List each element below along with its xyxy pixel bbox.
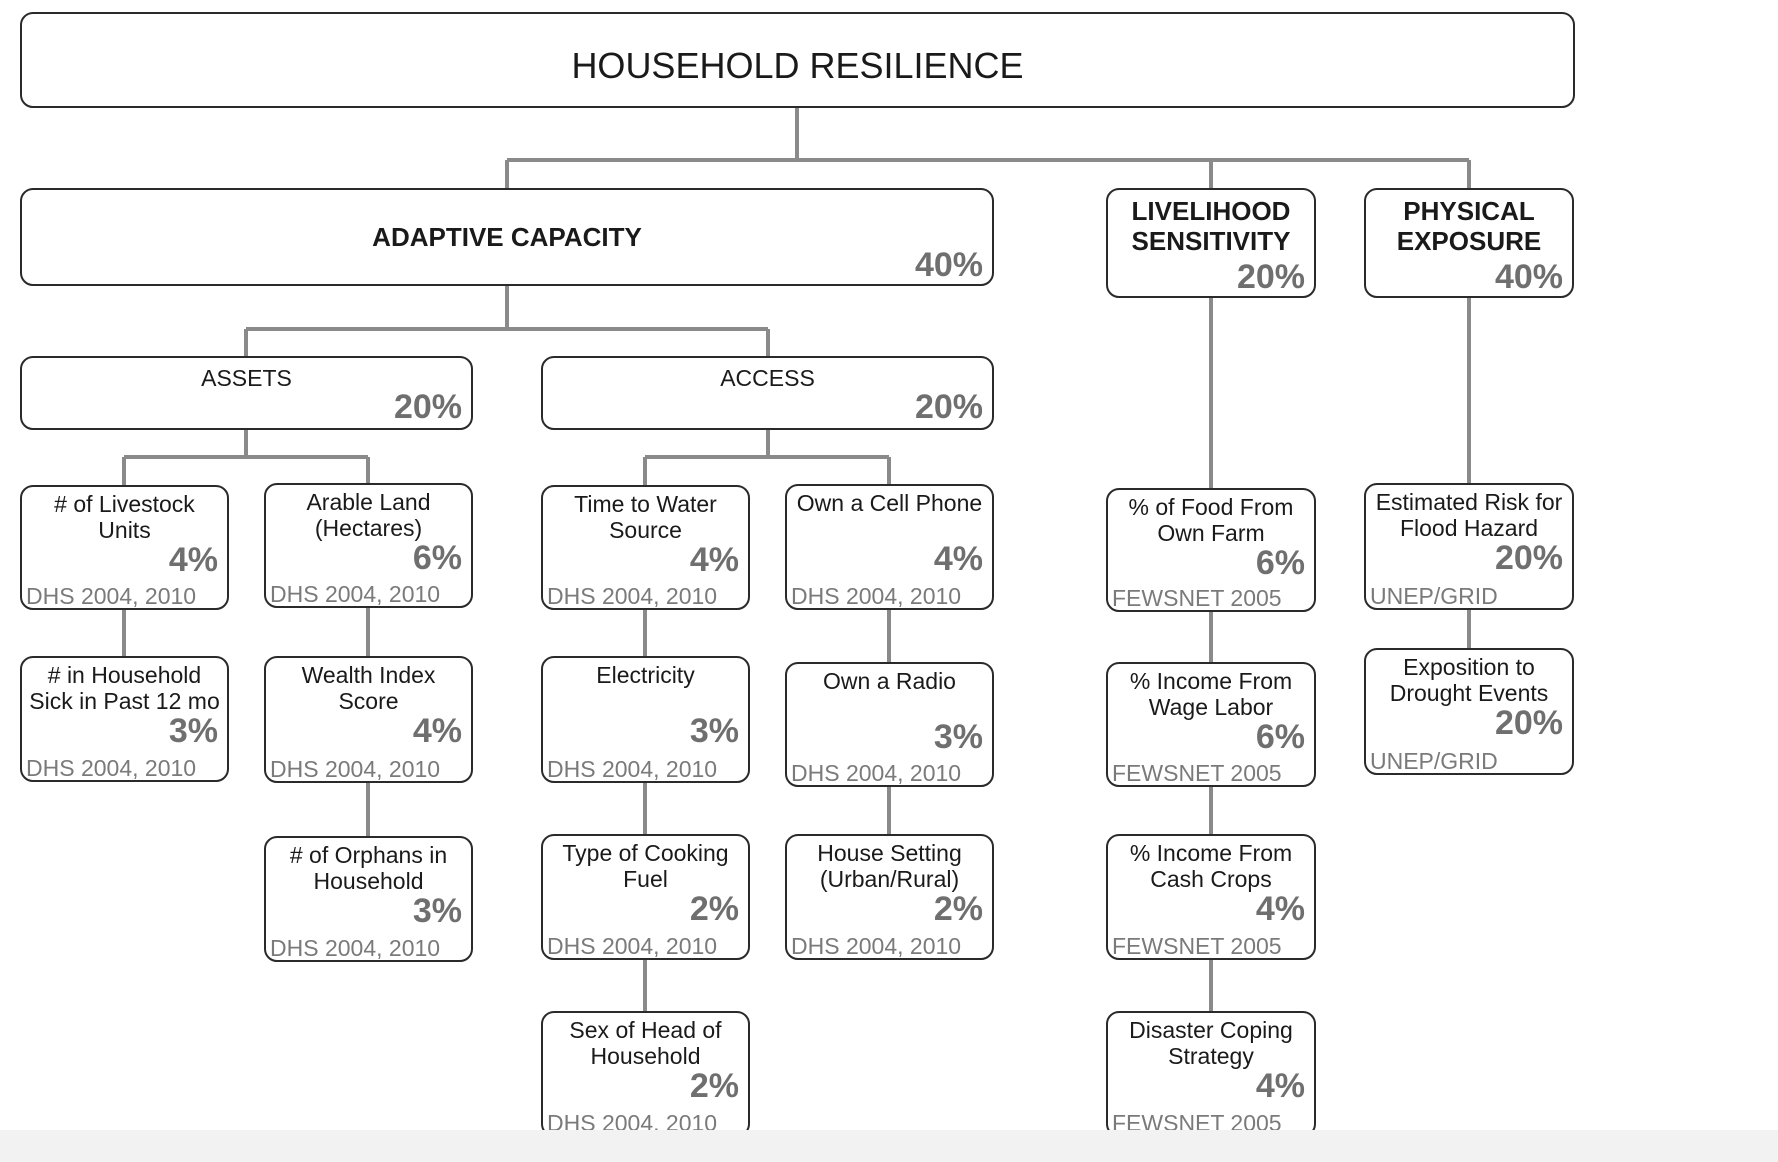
- indicator-arable-land: Arable Land(Hectares) 6% DHS 2004, 2010: [264, 483, 473, 608]
- indicator-weight: 3%: [933, 718, 983, 756]
- indicator-source: UNEP/GRID: [1370, 748, 1498, 774]
- category-weight: 20%: [1236, 258, 1305, 296]
- indicator-weight: 4%: [933, 540, 983, 578]
- indicator-weight: 20%: [1494, 704, 1563, 742]
- category-title: ADAPTIVE CAPACITY: [372, 222, 642, 252]
- indicator-label: Arable Land(Hectares): [306, 489, 431, 541]
- indicator-source: DHS 2004, 2010: [791, 933, 962, 959]
- indicator-label: Own a Cell Phone: [796, 490, 983, 516]
- indicator-weight: 4%: [168, 541, 218, 579]
- indicator-source: FEWSNET 2005: [1112, 933, 1282, 959]
- indicator-source: FEWSNET 2005: [1112, 585, 1282, 611]
- indicator-weight: 3%: [168, 712, 218, 750]
- bottom-strip: [0, 1130, 1778, 1162]
- subcategory-title: ACCESS: [720, 365, 815, 391]
- category-title: LIVELIHOOD SENSITIVITY: [1131, 196, 1291, 256]
- indicator-radio: Own a Radio 3% DHS 2004, 2010: [785, 662, 994, 787]
- category-physical-exposure: PHYSICAL EXPOSURE 40%: [1364, 188, 1574, 298]
- indicator-source: DHS 2004, 2010: [270, 935, 441, 961]
- indicator-source: DHS 2004, 2010: [547, 756, 718, 782]
- category-livelihood-sensitivity: LIVELIHOOD SENSITIVITY 20%: [1106, 188, 1316, 298]
- indicator-source: DHS 2004, 2010: [26, 755, 197, 781]
- indicator-source: DHS 2004, 2010: [270, 581, 441, 607]
- root-node-household-resilience: HOUSEHOLD RESILIENCE: [20, 12, 1575, 108]
- connector-leaf-chains: [122, 608, 1471, 1011]
- indicator-weight: 2%: [689, 890, 739, 928]
- indicator-source: FEWSNET 2005: [1112, 760, 1282, 786]
- indicator-weight: 2%: [689, 1067, 739, 1105]
- indicator-weight: 4%: [412, 712, 462, 750]
- indicator-cell-phone: Own a Cell Phone 4% DHS 2004, 2010: [785, 484, 994, 610]
- subcategory-access: ACCESS 20%: [541, 356, 994, 430]
- root-title: HOUSEHOLD RESILIENCE: [571, 45, 1024, 86]
- indicator-weight: 20%: [1494, 539, 1563, 577]
- connector-adaptive: [244, 286, 770, 356]
- connector-access: [643, 430, 891, 485]
- indicator-source: DHS 2004, 2010: [26, 583, 197, 609]
- indicator-weight: 4%: [689, 541, 739, 579]
- indicator-weight: 6%: [1255, 718, 1305, 756]
- indicator-source: DHS 2004, 2010: [791, 583, 962, 609]
- indicator-electricity: Electricity 3% DHS 2004, 2010: [541, 656, 750, 783]
- indicator-weight: 6%: [412, 539, 462, 577]
- subcategory-assets: ASSETS 20%: [20, 356, 473, 430]
- category-adaptive-capacity: ADAPTIVE CAPACITY 40%: [20, 188, 994, 286]
- category-weight: 40%: [914, 246, 983, 284]
- indicator-house-setting: House Setting(Urban/Rural) 2% DHS 2004, …: [785, 834, 994, 960]
- indicator-label: Electricity: [596, 662, 695, 688]
- subcategory-title: ASSETS: [201, 365, 292, 391]
- indicator-weight: 3%: [689, 712, 739, 750]
- subcategory-weight: 20%: [393, 388, 462, 426]
- subcategory-weight: 20%: [914, 388, 983, 426]
- indicator-weight: 4%: [1255, 1067, 1305, 1105]
- indicator-weight: 6%: [1255, 544, 1305, 582]
- indicator-label: Own a Radio: [823, 668, 956, 694]
- category-weight: 40%: [1494, 258, 1563, 296]
- indicator-source: DHS 2004, 2010: [547, 583, 718, 609]
- indicator-source: DHS 2004, 2010: [547, 933, 718, 959]
- indicator-label: House Setting(Urban/Rural): [817, 840, 962, 892]
- indicator-source: UNEP/GRID: [1370, 583, 1498, 609]
- indicator-weight: 2%: [933, 890, 983, 928]
- category-title: PHYSICAL EXPOSURE: [1396, 196, 1542, 256]
- indicator-weight: 4%: [1255, 890, 1305, 928]
- connector-root: [505, 108, 1471, 188]
- connector-assets: [122, 430, 370, 485]
- indicator-weight: 3%: [412, 892, 462, 930]
- indicator-source: DHS 2004, 2010: [270, 756, 441, 782]
- indicator-source: DHS 2004, 2010: [791, 760, 962, 786]
